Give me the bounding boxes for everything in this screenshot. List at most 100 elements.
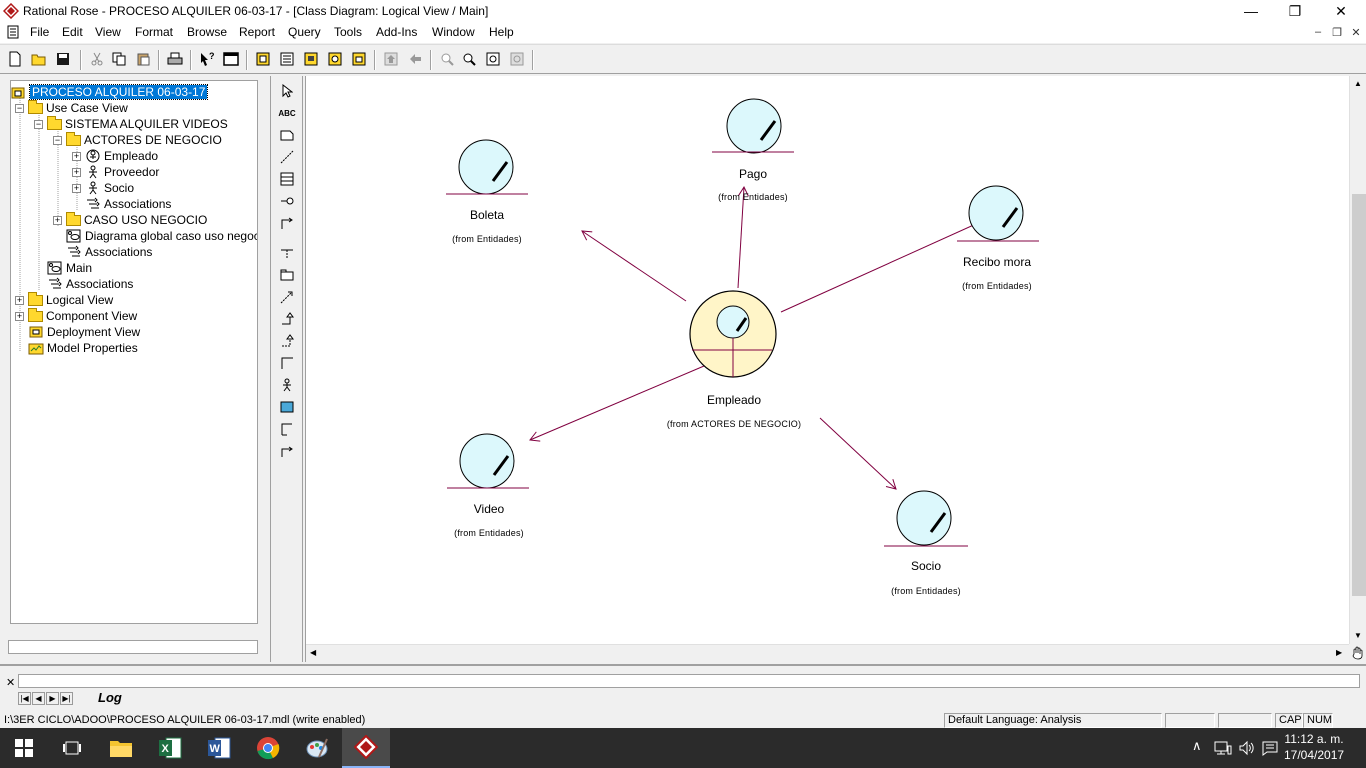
tab-prev-icon[interactable]: ◀: [32, 692, 45, 705]
mdi-close-icon[interactable]: ✕: [1351, 27, 1361, 39]
word-icon[interactable]: W: [195, 731, 243, 765]
tree-item-use-case-view[interactable]: − Use Case View: [15, 99, 128, 116]
tree-item-logical-view[interactable]: + Logical View: [15, 291, 113, 308]
paint-icon[interactable]: [293, 731, 341, 765]
actor-empleado[interactable]: Empleado (from ACTORES DE NEGOCIO): [667, 290, 801, 429]
tree-item-socio[interactable]: + Socio: [72, 180, 134, 196]
tree-root-label[interactable]: PROCESO ALQUILER 06-03-17: [28, 84, 209, 100]
task-view-icon[interactable]: [48, 731, 96, 765]
menu-format[interactable]: Format: [135, 25, 174, 39]
tree-item-component-view[interactable]: + Component View: [15, 307, 137, 324]
browse-component-diagram-icon[interactable]: [302, 50, 320, 68]
corner-arrow-tool-icon[interactable]: [279, 443, 295, 459]
menu-file[interactable]: File: [30, 25, 50, 39]
tree-item-associations[interactable]: Associations: [34, 276, 133, 292]
save-icon[interactable]: [54, 50, 72, 68]
volume-icon[interactable]: [1238, 740, 1254, 756]
undo-fit-icon[interactable]: [508, 50, 526, 68]
collapse-icon[interactable]: −: [34, 118, 43, 129]
context-help-icon[interactable]: ?: [198, 50, 216, 68]
class-tool-icon[interactable]: [279, 171, 295, 187]
expand-icon[interactable]: +: [72, 182, 81, 193]
copy-icon[interactable]: [110, 50, 128, 68]
dependency-tool-icon[interactable]: [279, 289, 295, 305]
note-tool-icon[interactable]: [279, 127, 295, 143]
class-recibo-mora[interactable]: Recibo mora (from Entidades): [957, 185, 1039, 291]
view-docwindow-icon[interactable]: [222, 50, 240, 68]
expand-icon[interactable]: +: [72, 150, 81, 161]
tree-item-caso-uso[interactable]: + CASO USO NEGOCIO: [53, 211, 207, 228]
log-content[interactable]: [18, 674, 1360, 688]
association-class-tool-icon[interactable]: [279, 245, 295, 261]
log-tab[interactable]: Log: [98, 690, 122, 705]
tree-item-model-properties[interactable]: Model Properties: [15, 340, 138, 356]
browse-statechart-diagram-icon[interactable]: [326, 50, 344, 68]
close-button[interactable]: ✕: [1335, 3, 1347, 19]
tree-item-sistema[interactable]: − SISTEMA ALQUILER VIDEOS: [34, 115, 228, 132]
browse-class-diagram-icon[interactable]: [254, 50, 272, 68]
expand-icon[interactable]: +: [72, 166, 81, 177]
tree-item-main[interactable]: Main: [34, 260, 92, 276]
file-explorer-icon[interactable]: [97, 731, 145, 765]
new-icon[interactable]: [6, 50, 24, 68]
tab-first-icon[interactable]: |◀: [18, 692, 31, 705]
scroll-right-icon[interactable]: ▶: [1336, 648, 1343, 657]
menu-window[interactable]: Window: [432, 25, 475, 39]
zoom-out-icon[interactable]: [460, 50, 478, 68]
menu-query[interactable]: Query: [288, 25, 321, 39]
collapse-icon[interactable]: −: [15, 102, 24, 113]
tree-item-diagrama-global[interactable]: Diagrama global caso uso negocio: [53, 228, 257, 244]
tree-root[interactable]: PROCESO ALQUILER 06-03-17: [11, 84, 209, 100]
text-box-tool-icon[interactable]: ABC: [278, 108, 296, 118]
tree-item-associations[interactable]: Associations: [72, 196, 171, 212]
tab-last-icon[interactable]: ▶|: [60, 692, 73, 705]
rational-rose-taskbar-icon[interactable]: [342, 728, 390, 768]
mdi-restore-icon[interactable]: ❐: [1332, 27, 1342, 39]
corner-tool-icon[interactable]: [279, 421, 295, 437]
vertical-scroll-thumb[interactable]: [1352, 194, 1366, 596]
scroll-up-icon[interactable]: ▲: [1354, 79, 1362, 88]
zoom-in-icon[interactable]: [438, 50, 456, 68]
domain-tool-icon[interactable]: [279, 399, 295, 415]
network-icon[interactable]: [1214, 740, 1232, 756]
log-close-icon[interactable]: ✕: [6, 677, 16, 689]
association-empleado-video[interactable]: [529, 365, 705, 442]
pan-hand-icon[interactable]: [1349, 644, 1366, 662]
realize-tool-icon[interactable]: [279, 333, 295, 349]
expand-icon[interactable]: +: [53, 214, 62, 225]
documentation-window[interactable]: [8, 640, 258, 654]
action-center-icon[interactable]: [1262, 740, 1278, 756]
fit-in-window-icon[interactable]: [484, 50, 502, 68]
print-icon[interactable]: [166, 50, 184, 68]
browse-previous-icon[interactable]: [406, 50, 424, 68]
menu-report[interactable]: Report: [239, 25, 276, 39]
menu-help[interactable]: Help: [489, 25, 514, 39]
menu-add-ins[interactable]: Add-Ins: [376, 25, 418, 39]
mdi-minimize-icon[interactable]: –: [1314, 26, 1322, 38]
tree-item-associations[interactable]: Associations: [53, 244, 152, 260]
document-icon[interactable]: [6, 25, 20, 39]
paste-icon[interactable]: [134, 50, 152, 68]
minimize-button[interactable]: —: [1244, 3, 1258, 19]
cut-icon[interactable]: [88, 50, 106, 68]
generalization-tool-icon[interactable]: [279, 311, 295, 327]
actor-tool-icon[interactable]: [279, 377, 295, 393]
expand-icon[interactable]: +: [15, 310, 24, 321]
package-tool-icon[interactable]: [279, 267, 295, 283]
browse-deployment-diagram-icon[interactable]: [350, 50, 368, 68]
menu-browse[interactable]: Browse: [187, 25, 228, 39]
class-boleta[interactable]: Boleta (from Entidades): [446, 139, 528, 244]
maximize-button[interactable]: ❐: [1288, 3, 1302, 19]
open-icon[interactable]: [30, 50, 48, 68]
anchor-note-tool-icon[interactable]: [279, 149, 295, 165]
tree-item-proveedor[interactable]: + Proveedor: [72, 164, 159, 180]
browse-parent-icon[interactable]: [382, 50, 400, 68]
class-diagram-canvas[interactable]: Pago (from Entidades) Boleta (from Entid…: [306, 76, 1349, 644]
vertical-scrollbar[interactable]: ▲ ▼: [1349, 76, 1366, 644]
browse-interaction-diagram-icon[interactable]: [278, 50, 296, 68]
association-empleado-recibo-mora[interactable]: [780, 212, 999, 313]
tree-item-actores[interactable]: − ACTORES DE NEGOCIO: [53, 131, 222, 148]
chrome-icon[interactable]: [244, 731, 292, 765]
horizontal-scrollbar[interactable]: ◀ ▶: [306, 644, 1349, 662]
excel-icon[interactable]: X: [146, 731, 194, 765]
